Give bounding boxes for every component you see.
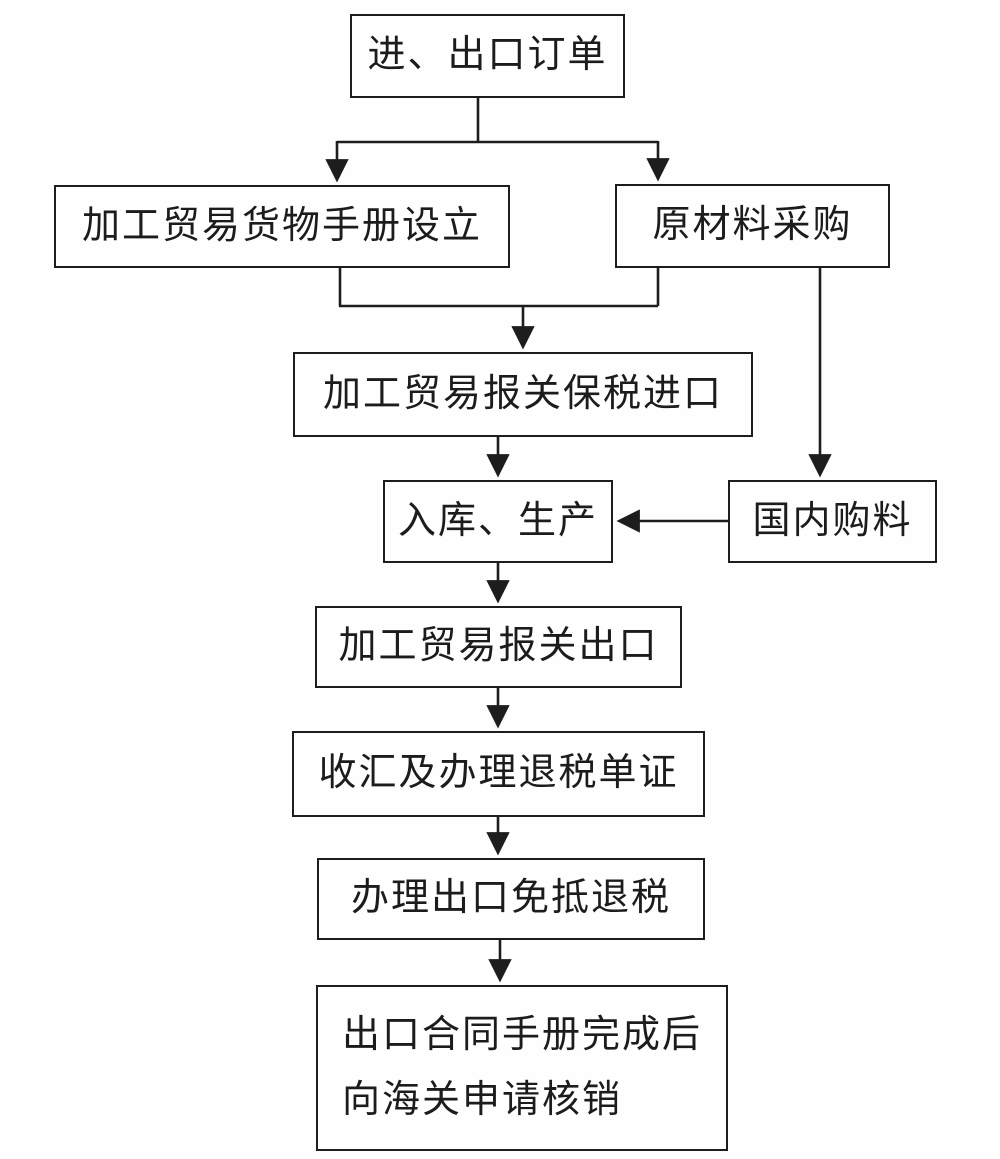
node-tax-exemption-handling: 办理出口免抵退税 [317, 858, 705, 940]
node-label: 加工贸易报关保税进口 [322, 372, 723, 415]
node-label: 国内购料 [752, 499, 913, 542]
node-label: 入库、生产 [397, 499, 598, 542]
node-label: 进、出口订单 [367, 34, 608, 77]
node-label: 加工贸易报关出口 [338, 625, 659, 668]
node-handbook-setup: 加工贸易货物手册设立 [54, 185, 510, 268]
node-label: 办理出口免抵退税 [350, 877, 671, 920]
node-label: 原材料采购 [652, 204, 853, 247]
node-warehouse-production: 入库、生产 [383, 480, 613, 563]
node-customs-verification: 出口合同手册完成后 向海关申请核销 [316, 985, 728, 1151]
node-label: 加工贸易货物手册设立 [81, 204, 482, 247]
node-import-export-order: 进、出口订单 [350, 14, 625, 98]
node-bonded-import-declaration: 加工贸易报关保税进口 [293, 352, 753, 437]
node-forex-tax-documents: 收汇及办理退税单证 [292, 731, 705, 817]
node-domestic-purchase: 国内购料 [728, 480, 937, 563]
node-label-line1: 出口合同手册完成后 [342, 1013, 703, 1056]
node-export-declaration: 加工贸易报关出口 [315, 606, 682, 688]
node-label-line2: 向海关申请核销 [342, 1078, 623, 1121]
node-label: 收汇及办理退税单证 [318, 752, 679, 795]
node-raw-materials-purchase: 原材料采购 [615, 184, 890, 268]
